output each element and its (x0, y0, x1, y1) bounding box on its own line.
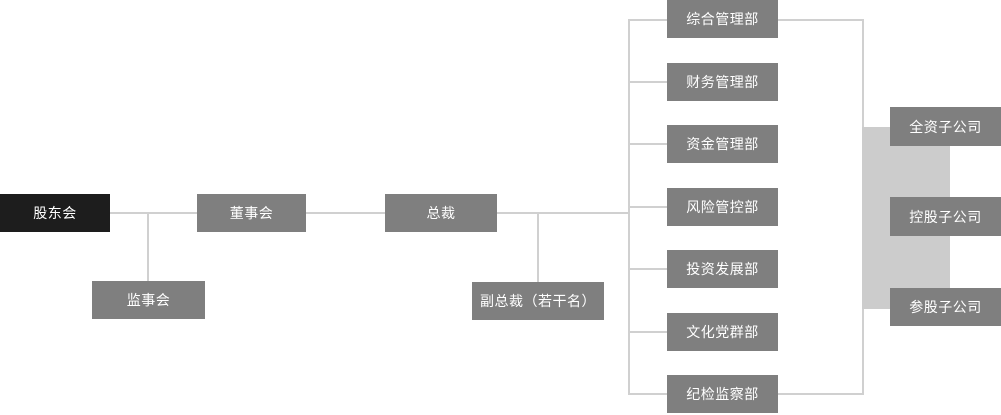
node-vice-president-label: 副总裁（若干名） (480, 293, 596, 309)
connector-president-departments (497, 212, 629, 214)
node-investment-development-label: 投资发展部 (686, 261, 759, 277)
node-discipline-inspection[interactable]: 纪检监察部 (667, 375, 778, 413)
node-holding-subsidiary[interactable]: 控股子公司 (890, 197, 1001, 236)
node-shareholders-label: 股东会 (33, 205, 77, 221)
node-fund-management-label: 资金管理部 (686, 136, 759, 152)
node-general-management[interactable]: 综合管理部 (667, 0, 778, 38)
connector-stub-general-management (628, 19, 667, 21)
node-general-management-label: 综合管理部 (686, 11, 759, 27)
connector-board-president (306, 212, 385, 214)
node-financial-management-label: 财务管理部 (686, 74, 759, 90)
connector-trunk-to-supervisors (147, 212, 149, 281)
connector-stub-fund-management (628, 143, 667, 145)
node-president[interactable]: 总裁 (385, 194, 497, 232)
connector-top-bracket-arm (778, 19, 864, 21)
connector-stub-financial-management (628, 81, 667, 83)
node-participating-subsidiary-label: 参股子公司 (909, 299, 982, 315)
connector-shareholders-board (110, 212, 197, 214)
connector-bottom-bracket-arm (778, 393, 864, 395)
node-investment-development[interactable]: 投资发展部 (667, 250, 778, 288)
node-culture-party-label: 文化党群部 (686, 324, 759, 340)
connector-stub-investment-development (628, 268, 667, 270)
node-holding-subsidiary-label: 控股子公司 (909, 208, 982, 225)
node-shareholders[interactable]: 股东会 (0, 194, 110, 232)
node-culture-party[interactable]: 文化党群部 (667, 313, 778, 351)
connector-stub-culture-party (628, 331, 667, 333)
node-supervisors-label: 监事会 (126, 292, 171, 308)
connector-president-to-vice (537, 212, 539, 282)
node-president-label: 总裁 (426, 205, 456, 221)
node-board-label: 董事会 (229, 205, 274, 221)
node-wholly-owned-subsidiary[interactable]: 全资子公司 (890, 107, 1001, 146)
node-risk-control-label: 风险管控部 (686, 199, 759, 215)
node-vice-president[interactable]: 副总裁（若干名） (472, 282, 604, 320)
node-discipline-inspection-label: 纪检监察部 (686, 386, 759, 402)
node-participating-subsidiary[interactable]: 参股子公司 (890, 288, 1001, 326)
node-fund-management[interactable]: 资金管理部 (667, 125, 778, 163)
node-financial-management[interactable]: 财务管理部 (667, 63, 778, 101)
node-supervisors[interactable]: 监事会 (92, 281, 205, 319)
node-wholly-owned-subsidiary-label: 全资子公司 (909, 118, 982, 135)
connector-stub-discipline-inspection (628, 393, 667, 395)
connector-stub-risk-control (628, 206, 667, 208)
node-risk-control[interactable]: 风险管控部 (667, 188, 778, 226)
node-board[interactable]: 董事会 (197, 194, 306, 232)
